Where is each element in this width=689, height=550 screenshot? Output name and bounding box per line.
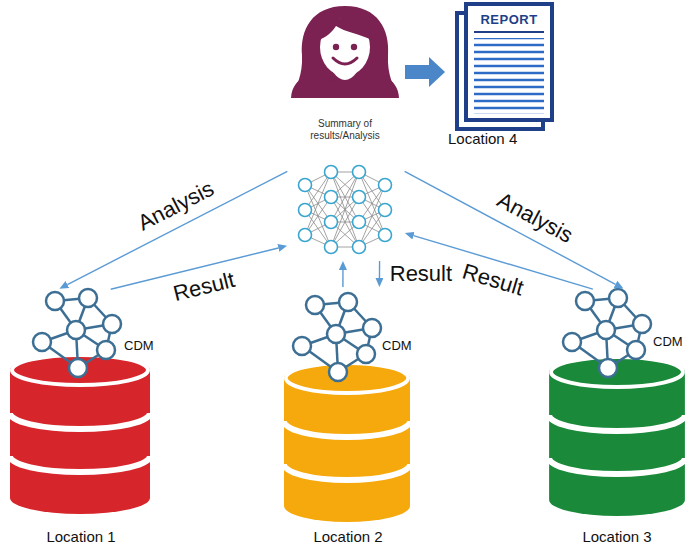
network-neuron [325,191,338,204]
edge-label: Analysis [493,188,577,249]
edge-label-slot: Result [388,261,454,287]
network-neuron [299,204,312,217]
hub-caption: Summary of results/Analysis [310,118,379,141]
network-neuron [299,229,312,242]
edge-label-slot: Analysis [132,175,220,237]
edge-label: Result [460,259,527,301]
person-eye [333,44,339,50]
person-hair [292,6,398,94]
report-title: REPORT [480,12,537,27]
edge-label-slot: Result [168,266,239,307]
edge-label: Result [390,261,452,286]
text-slot: REPORT [466,12,552,28]
network-neuron [299,179,312,192]
text-slot: CDM [653,334,683,349]
edge-label: Analysis [134,176,218,236]
block-arrow [405,65,429,79]
graph-icon [33,289,121,377]
report-icon [457,4,552,129]
database-node: CDM Location 1 [10,290,156,548]
network-neuron [325,166,338,179]
location-label: Location 1 [46,528,115,545]
network-neuron [353,166,366,179]
text-slot: CDM [382,338,412,353]
location-label: Location 2 [313,528,382,545]
network-neuron [353,216,366,229]
network-neuron [379,229,392,242]
flow-arrow [342,270,343,287]
person-smile [333,58,357,64]
network-neuron [353,191,366,204]
graph-icon [293,293,381,381]
text-slot: CDM [124,338,154,353]
report-node: REPORT Location 4 [448,2,570,150]
neural-network-icon [299,166,392,254]
text-slot: Summary of results/Analysis [290,118,400,142]
database-node: CDM Location 3 [546,290,688,548]
edge-label: Result [170,267,237,306]
text-slot: Location 1 [10,528,152,546]
network-neuron [379,204,392,217]
cdm-label: CDM [653,334,683,349]
cdm-label: CDM [124,338,154,353]
network-neuron [325,216,338,229]
network-neuron [325,241,338,254]
database-cylinder [549,356,685,516]
network-link [331,172,359,247]
edge-label-slot: Result [458,258,529,302]
person-icon [291,6,399,98]
location-label: Location 4 [448,130,517,147]
network-link [331,172,359,247]
text-slot: Location 4 [448,130,568,148]
location-label: Location 3 [582,528,651,545]
flow-arrow [67,171,287,284]
network-neuron [379,179,392,192]
graph-icon [563,289,651,377]
person-fringe [318,18,372,40]
text-slot: Location 3 [546,528,688,546]
person-eye [351,44,357,50]
network-neuron [353,241,366,254]
report-lines [474,38,544,114]
cdm-label: CDM [382,338,412,353]
report-page [466,4,552,120]
database-cylinder [284,362,410,522]
flow-arrow [379,261,381,278]
edge-label-slot: Analysis [491,187,579,250]
report-rule [474,31,544,33]
database-node: CDM Location 2 [278,290,420,548]
analysis-hub: Summary of results/Analysis [290,0,402,258]
text-slot: Location 2 [278,528,418,546]
